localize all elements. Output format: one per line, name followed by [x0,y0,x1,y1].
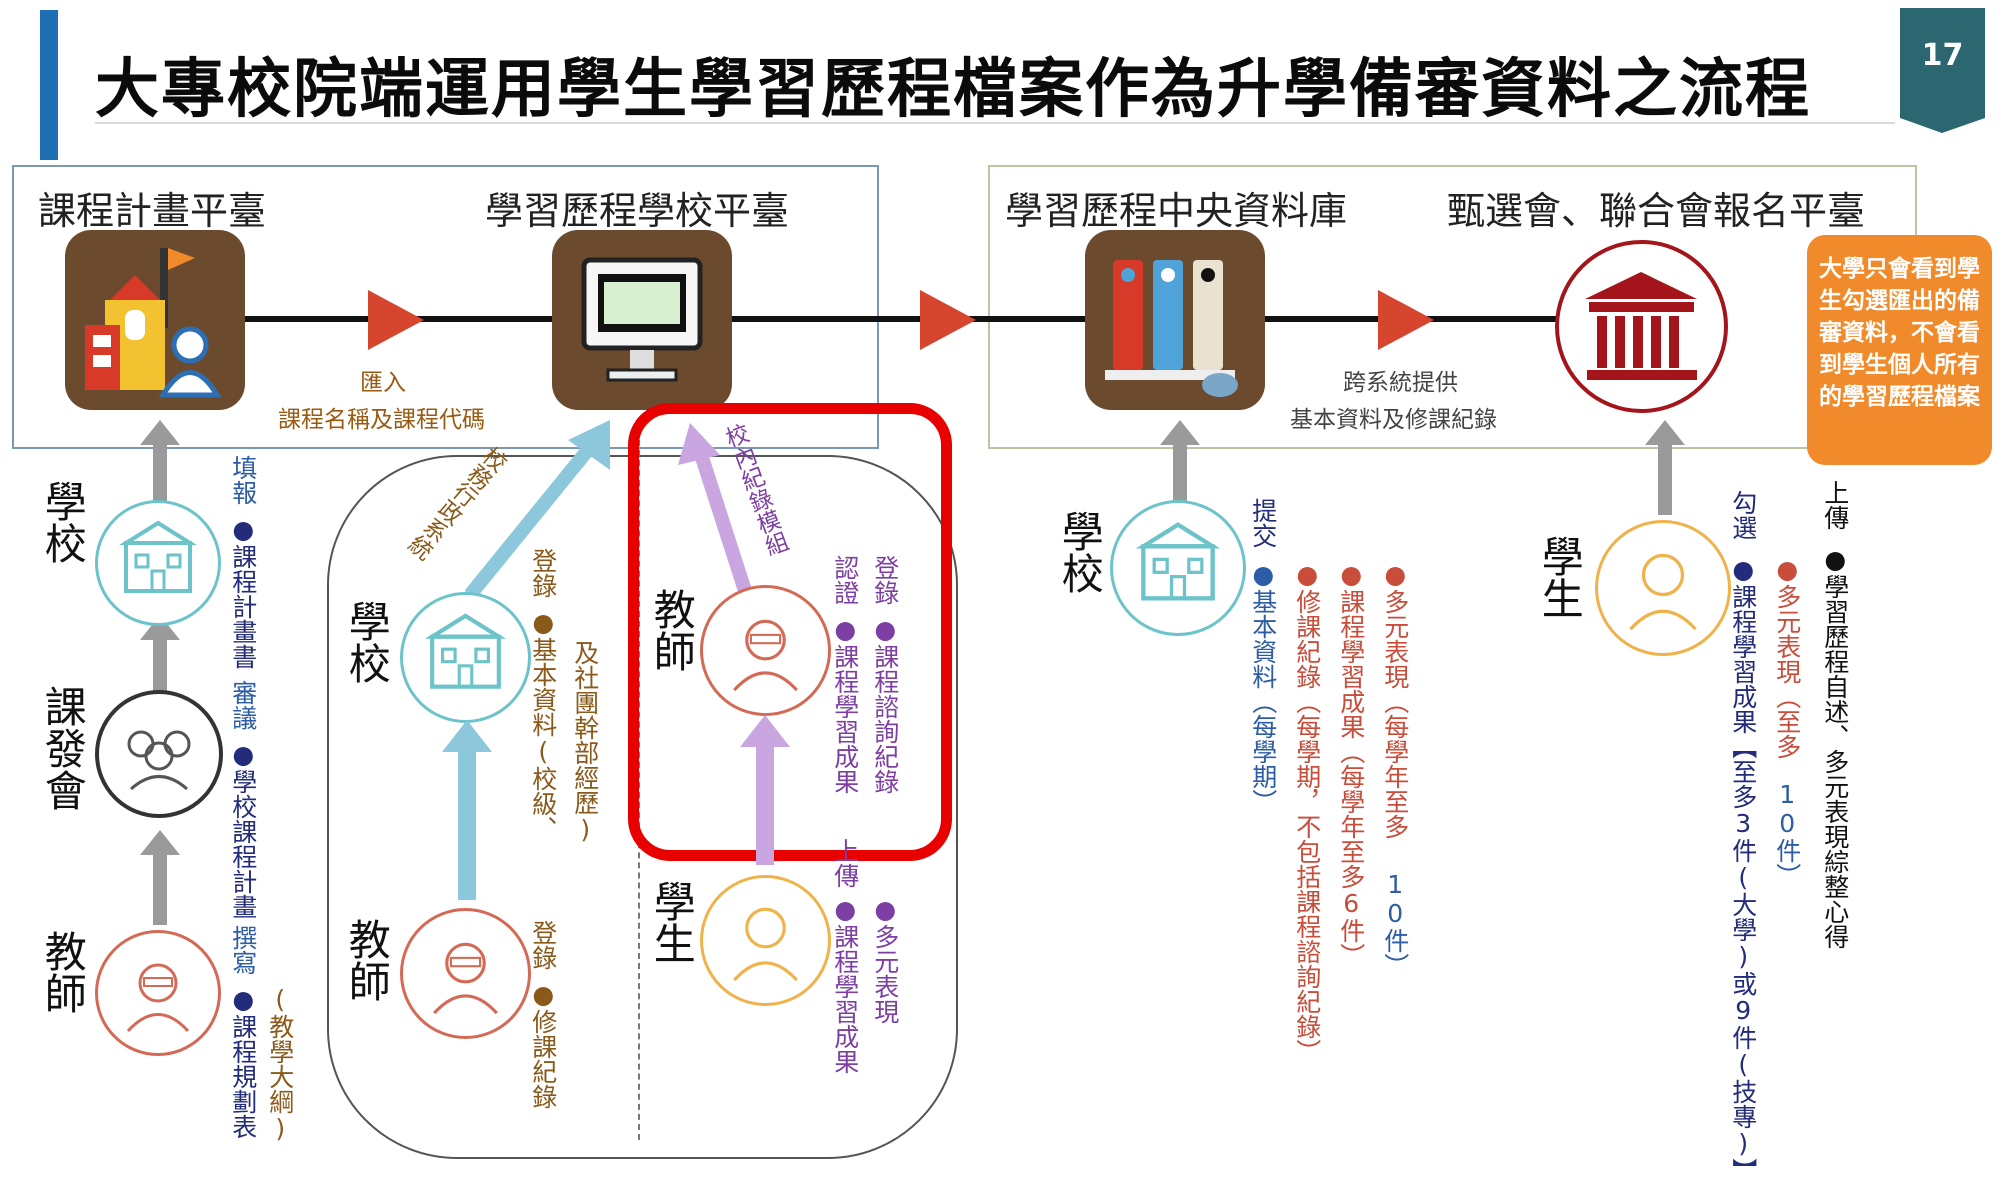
signup-platform-title: 甄選會、聯合會報名平臺 [1447,189,1866,233]
course-plan-platform-title: 課程計畫平臺 [38,189,267,233]
mid-teacher-item: ●修課紀錄 [528,980,558,1109]
up-arrow-blue [442,720,492,900]
right-school-label: 學校 [1055,510,1105,594]
signup-platform-icon [1555,240,1728,413]
school-platform-icon [552,230,732,410]
right-school-item4: ●多元表現（每學年至多 [1380,560,1410,839]
right-school-item1: ●基本資料（每學期） [1248,560,1278,814]
mid-teacher-label: 教師 [342,918,392,1002]
central-db-icon [1085,230,1265,410]
teacher-item: ●課程規劃表 [228,985,258,1139]
right-student-item3: ●學習歷程自述、多元表現綜整心得 [1820,545,1850,949]
mid-teacher-action: 登錄 [528,920,558,970]
committee-item: ●學校課程計畫 [228,740,258,919]
left-committee-label: 課發會 [38,685,88,811]
red-teacher-label: 教師 [647,588,697,672]
mid-school-item: ●基本資料(校級、 [528,608,558,841]
right-student-item1: ●課程學習成果【至多3件(大學)或9件(技專)】 [1728,555,1758,1183]
left-teacher-label: 教師 [38,930,88,1014]
right-student-action2: 上傳 [1820,480,1850,530]
school-building-icon [95,500,221,626]
course-plan-icon [65,230,245,410]
right-school-item3: ●課程學習成果（每學年至多6件） [1336,560,1366,968]
right-school-item2: ●修課紀錄（每學期，不包括課程諮詢紀錄） [1292,560,1322,1064]
right-student-label: 學生 [1535,535,1585,619]
right-school-item4-num: 10件） [1380,870,1410,978]
right-student-action: 勾選 [1728,490,1758,540]
note-callout: 大學只會看到學生勾選匯出的備審資料，不會看到學生個人所有的學習歷程檔案 [1807,235,1992,465]
red-teacher-action: 登錄 [870,555,900,605]
red-student-action: 上傳 [830,838,860,888]
school-side-panel [12,165,879,449]
teacher-icon [95,930,221,1056]
flow-arrow [368,290,424,350]
teacher-extra: (教學大綱) [265,985,295,1143]
red-teacher-item1: ●課程諮詢紀錄 [870,615,900,794]
cross-system-detail: 基本資料及修課紀錄 [1290,407,1497,433]
title-accent-bar [40,10,58,160]
up-arrow [140,615,180,700]
committee-group-icon [95,690,223,818]
central-db-title: 學習歷程中央資料庫 [1005,189,1348,233]
up-arrow [140,830,180,925]
flow-arrow [1378,290,1434,350]
right-student-item2: ●多元表現（至多 [1772,555,1802,759]
mid-teacher-icon [400,908,531,1039]
title-underline [95,122,1895,124]
up-arrow-purple [740,715,790,865]
admin-system-arrow [464,420,610,600]
red-student-label: 學生 [647,880,697,964]
page-title: 大專校院端運用學生學習歷程檔案作為升學備審資料之流程 [95,53,1811,127]
red-student-item2: ●課程學習成果 [830,895,860,1074]
up-arrow [1160,420,1200,505]
cross-system-label: 跨系統提供 [1343,370,1458,396]
mid-school-item2: 及社團幹部經歷) [570,640,600,844]
red-teacher-item2: ●課程學習成果 [830,615,860,794]
page-badge [1900,8,1985,133]
right-school-action: 提交 [1248,498,1278,548]
mid-school-icon [400,592,531,723]
up-arrow [140,420,180,505]
left-school-label: 學校 [38,480,88,564]
school-action: 填報 [228,455,258,505]
flow-arrow [920,290,976,350]
red-student-icon [700,875,831,1006]
right-school-icon [1110,500,1246,636]
committee-action: 審議 [228,680,258,730]
school-item: ●課程計畫書 [228,515,258,669]
flow-line [240,316,1570,322]
highlight-box [628,403,952,861]
teacher-action: 撰寫 [228,925,258,975]
red-teacher-icon [700,585,831,716]
page-number: 17 [1921,38,1964,73]
internal-record-arrow [678,423,755,603]
up-arrow [1645,420,1685,515]
import-detail: 課程名稱及課程代碼 [278,407,485,433]
red-student-item1: ●多元表現 [870,895,900,1024]
import-label: 匯入 [360,370,406,396]
school-platform-title: 學習歷程學校平臺 [485,189,790,233]
divider-dashed [638,440,640,1140]
right-student-item2-num: 10件） [1772,780,1802,888]
red-teacher-action2: 認證 [830,555,860,605]
mid-school-label: 學校 [342,600,392,684]
right-student-icon [1595,520,1731,656]
mid-school-action: 登錄 [528,548,558,598]
